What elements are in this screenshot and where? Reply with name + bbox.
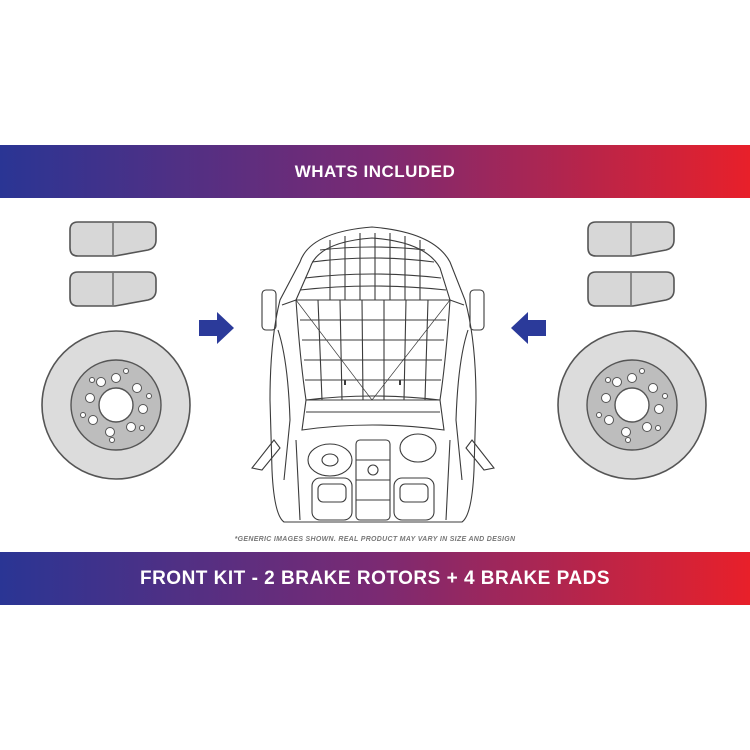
disclaimer-text: *GENERIC IMAGES SHOWN. REAL PRODUCT MAY … — [234, 536, 516, 543]
header-title: WHATS INCLUDED — [294, 161, 456, 181]
brake-pad-icon — [69, 271, 157, 307]
header-banner: WHATS INCLUDED — [0, 145, 750, 198]
footer-title: FRONT KIT - 2 BRAKE ROTORS + 4 BRAKE PAD… — [139, 567, 611, 589]
car-wireframe-icon — [251, 226, 495, 523]
brake-pad-icon — [69, 221, 157, 257]
arrow-left-icon — [511, 312, 546, 344]
brake-pad-icon — [587, 271, 675, 307]
arrow-right-icon — [199, 312, 234, 344]
brake-rotor-icon — [557, 330, 707, 480]
brake-rotor-icon — [41, 330, 191, 480]
brake-pad-icon — [587, 221, 675, 257]
footer-banner: FRONT KIT - 2 BRAKE ROTORS + 4 BRAKE PAD… — [0, 552, 750, 605]
